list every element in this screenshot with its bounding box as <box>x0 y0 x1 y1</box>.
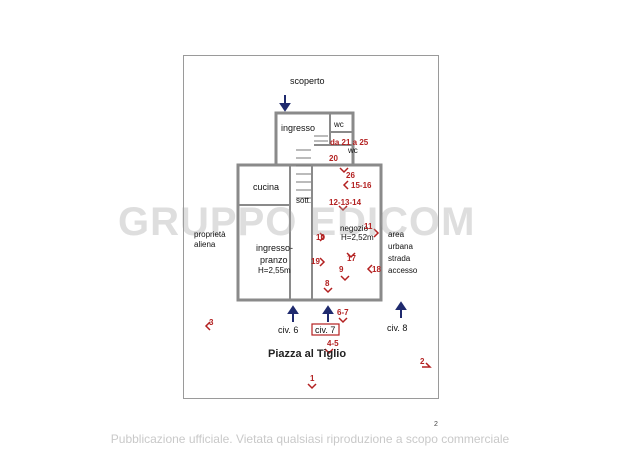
marker-9: 9 <box>339 265 344 274</box>
label-negozio-h: H=2,52m <box>341 233 374 242</box>
arrow-ingresso <box>279 103 291 112</box>
civ7-box <box>311 323 340 336</box>
label-civ7: civ. 7 <box>315 325 336 335</box>
marker-3: 3 <box>209 318 214 327</box>
chevron-4-5 <box>324 348 334 355</box>
chevron-18 <box>366 264 373 274</box>
marker-2: 2 <box>420 357 425 366</box>
label-wc-lower: wc <box>348 146 358 155</box>
label-ingresso-pranzo-1: ingresso- <box>256 243 294 253</box>
watermark: GRUPPO EDICOM <box>118 200 476 244</box>
marker-17: 17 <box>347 254 356 263</box>
label-civ8: civ. 8 <box>387 323 408 333</box>
marker-8: 8 <box>325 279 330 288</box>
marker-20: 20 <box>329 154 338 163</box>
label-civ6: civ. 6 <box>278 325 299 335</box>
marker-1: 1 <box>310 374 315 383</box>
marker-4-5: 4-5 <box>327 339 339 348</box>
label-area: area <box>388 230 405 239</box>
chevron-15-16 <box>342 180 349 190</box>
arrow-civ8 <box>395 301 407 310</box>
chevron-17 <box>346 252 356 259</box>
marker-12-13-14: 12-13-14 <box>329 198 362 207</box>
arrow-civ7 <box>322 305 334 314</box>
label-negozio: negozio <box>340 224 369 233</box>
chevron-8 <box>323 287 333 294</box>
label-ingresso-pranzo-2: pranzo <box>260 255 288 265</box>
label-proprieta: proprietà <box>194 230 226 239</box>
chevron-1 <box>307 383 317 390</box>
label-sott: sott. <box>296 196 312 205</box>
chevron-10 <box>319 232 326 242</box>
chevron-12-13-14 <box>338 205 348 212</box>
label-ingresso: ingresso <box>281 123 316 133</box>
chevron-11 <box>373 228 380 238</box>
label-scoperto: scoperto <box>290 76 325 86</box>
chevron-2 <box>422 362 432 368</box>
label-cucina: cucina <box>253 182 280 192</box>
marker-19: 19 <box>311 257 320 266</box>
label-piazza: Piazza al Tiglio <box>268 348 347 360</box>
stairs <box>296 135 328 199</box>
page-number: 2 <box>434 421 438 428</box>
label-da-21-a-25: da 21 a 25 <box>330 138 369 147</box>
label-wc-upper: wc <box>334 120 344 129</box>
marker-18: 18 <box>372 265 381 274</box>
arrow-civ6 <box>287 305 299 314</box>
marker-15-16: 15-16 <box>351 181 372 190</box>
chevron-9 <box>340 275 350 282</box>
label-ingresso-pranzo-h: H=2,55m <box>258 266 291 275</box>
marker-10: 10 <box>316 233 325 242</box>
marker-11: 11 <box>364 222 373 231</box>
marker-6-7: 6-7 <box>337 308 349 317</box>
chevron-19 <box>319 257 326 267</box>
footer-disclaimer: Pubblicazione ufficiale. Vietata qualsia… <box>110 432 510 446</box>
marker-26: 26 <box>346 171 355 180</box>
chevron-3 <box>204 321 211 331</box>
label-aliena: aliena <box>194 240 216 249</box>
label-urbana: urbana <box>388 242 413 251</box>
chevron-6-7 <box>338 317 348 324</box>
label-accesso: accesso <box>388 266 418 275</box>
label-strada: strada <box>388 254 411 263</box>
chevron-26 <box>339 167 349 174</box>
upper-walls <box>274 111 355 167</box>
